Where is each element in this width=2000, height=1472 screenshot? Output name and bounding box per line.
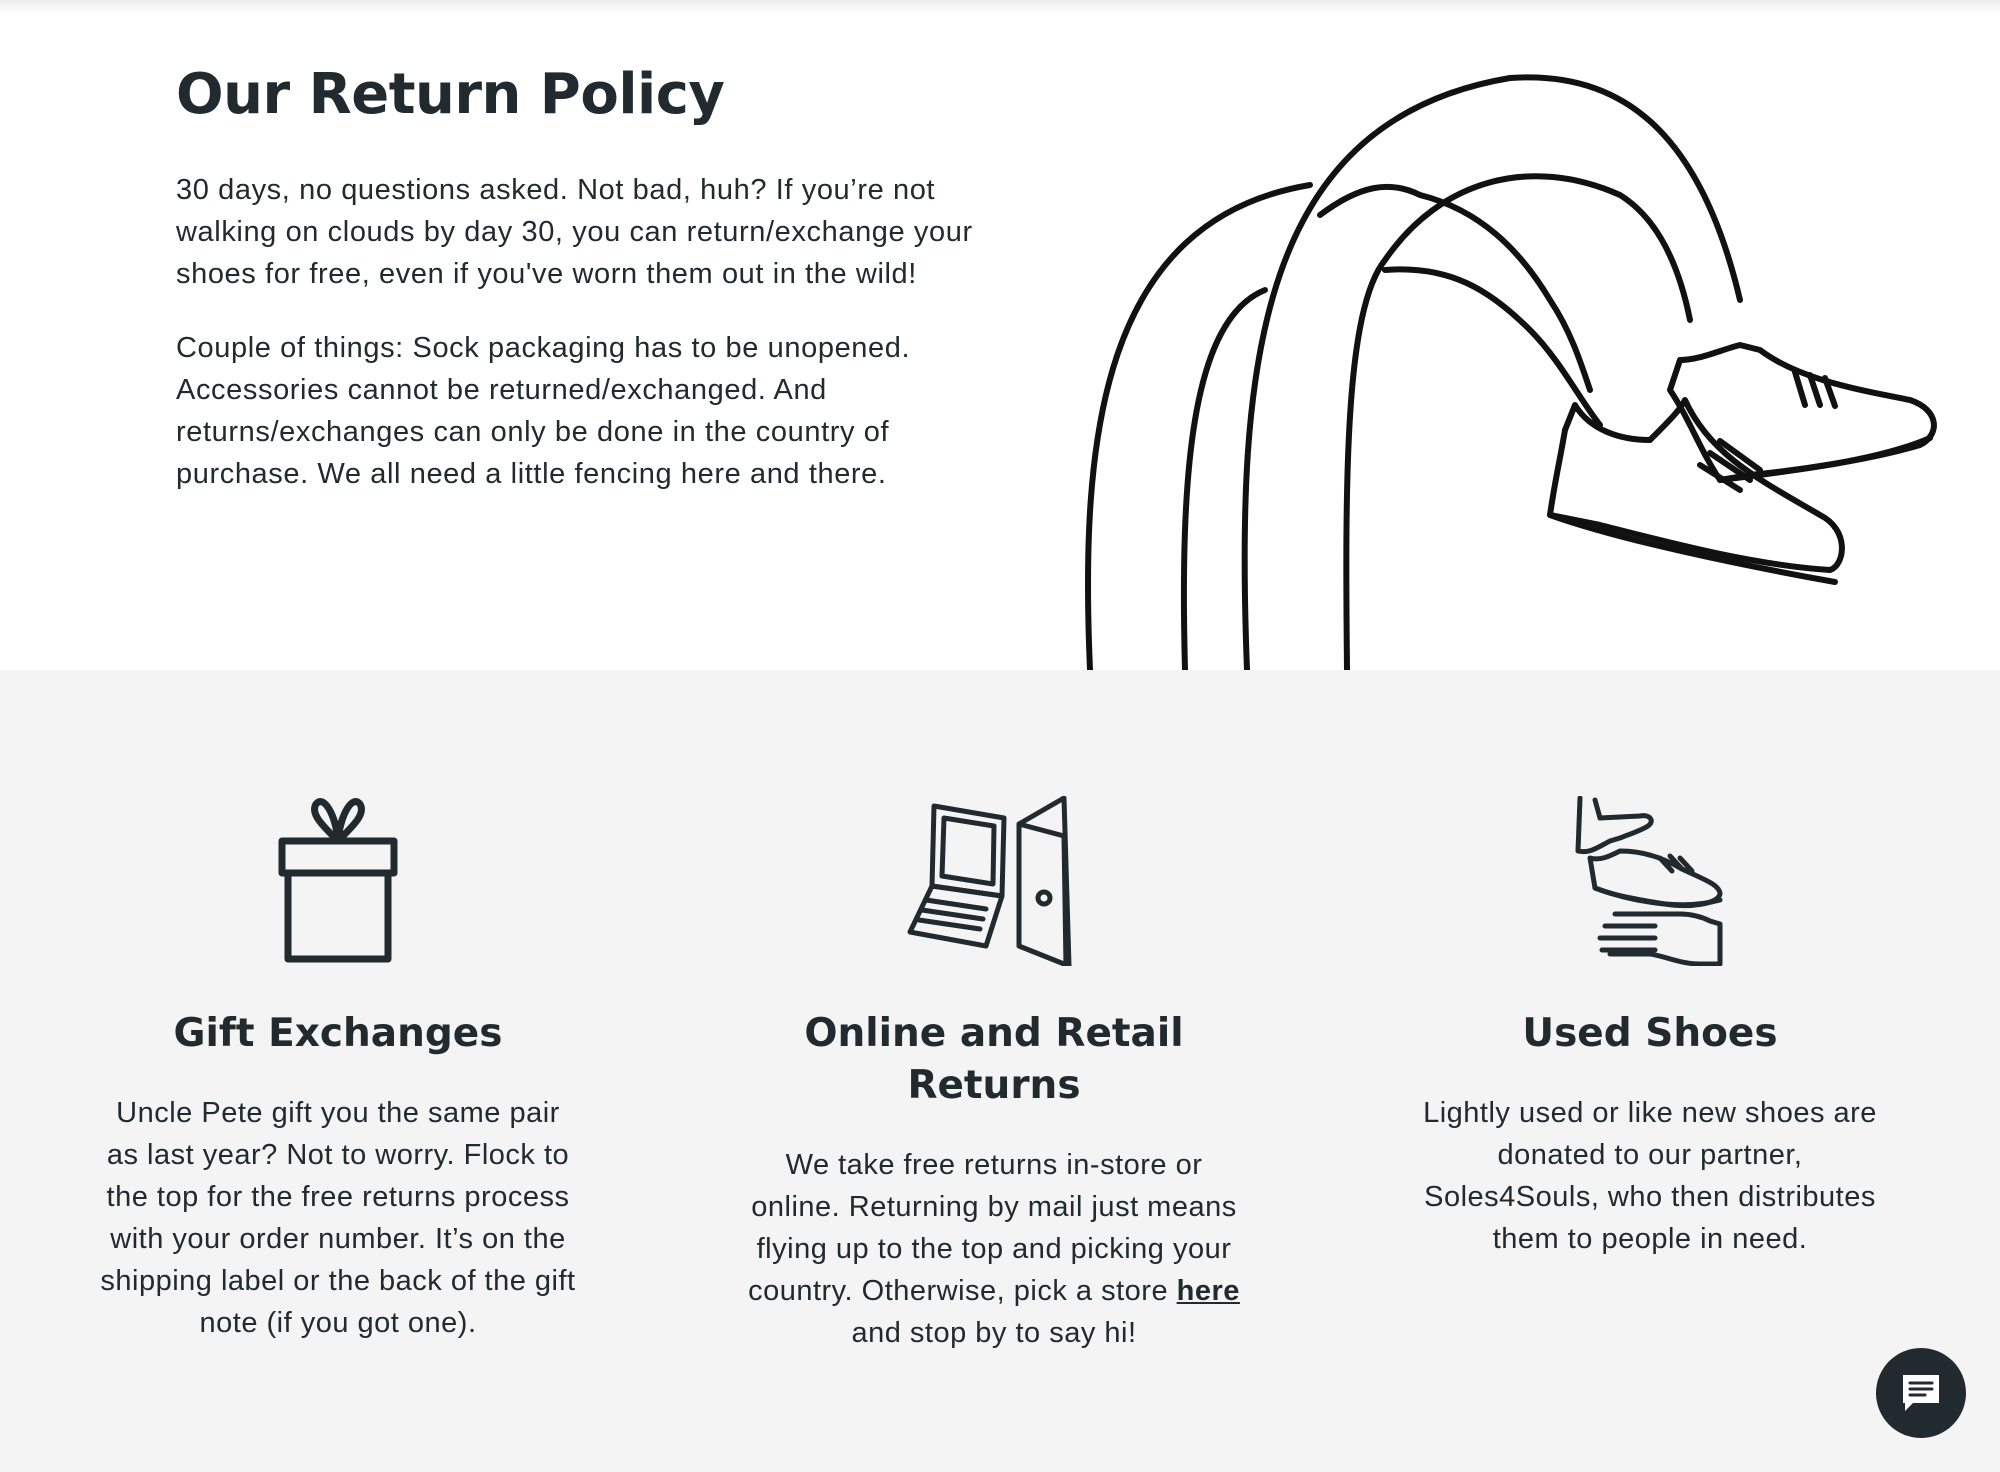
page-title: Our Return Policy	[176, 62, 725, 127]
hands-passing-shoe-icon	[1575, 796, 1723, 966]
header-shadow	[0, 0, 2000, 14]
return-features-section: Gift Exchanges Uncle Pete gift you the s…	[0, 670, 2000, 1472]
legs-with-sneakers-illustration	[1084, 74, 1937, 670]
hero-text: Our Return Policy 30 days, no questions …	[176, 62, 996, 495]
policy-paragraph-1: 30 days, no questions asked. Not bad, hu…	[176, 174, 973, 290]
feature-description: We take free returns in-store or online.…	[744, 1144, 1244, 1354]
feature-description: Lightly used or like new shoes are donat…	[1423, 1097, 1877, 1255]
feature-title: Online and Retail Returns	[804, 1011, 1184, 1108]
feature-title: Used Shoes	[1522, 1011, 1778, 1056]
feature-title: Gift Exchanges	[173, 1011, 503, 1056]
gift-icon	[278, 798, 398, 963]
feature-description-text: We take free returns in-store or online.…	[748, 1149, 1237, 1307]
return-policy-hero: Our Return Policy 30 days, no questions …	[0, 0, 2000, 670]
chat-icon	[1903, 1375, 1939, 1411]
chat-button[interactable]	[1876, 1348, 1966, 1438]
laptop-and-door-icon	[907, 796, 1072, 966]
store-locator-link[interactable]: here	[1176, 1275, 1240, 1307]
feature-description-text: and stop by to say hi!	[851, 1317, 1137, 1349]
policy-paragraph-2: Couple of things: Sock packaging has to …	[176, 332, 911, 490]
feature-description: Uncle Pete gift you the same pair as las…	[100, 1097, 576, 1339]
